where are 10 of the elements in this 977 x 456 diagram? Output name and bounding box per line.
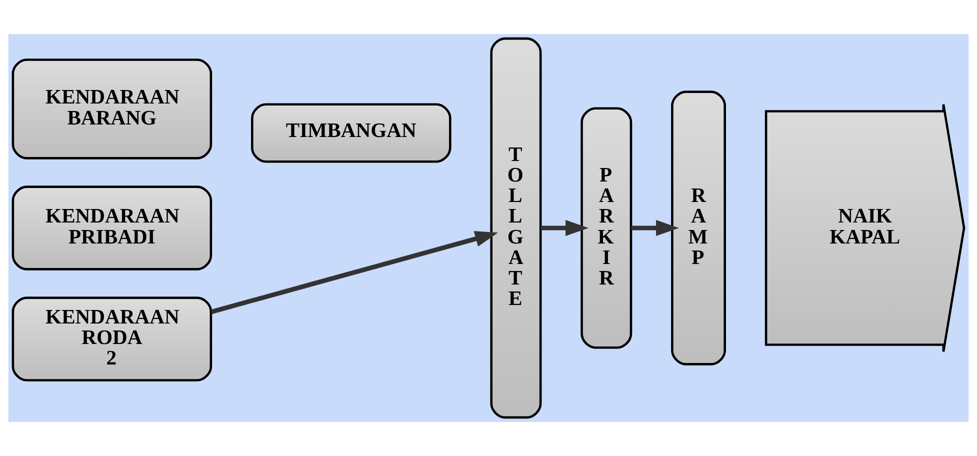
node-box: T O L L G A T E [490, 37, 542, 419]
node-box: KENDARAAN BARANG [12, 58, 212, 160]
arrow [540, 220, 588, 236]
arrow [631, 220, 679, 236]
node-box: KENDARAAN RODA 2 [12, 296, 212, 382]
node-box: KENDARAAN PRIBADI [12, 186, 212, 270]
node-box: TIMBANGAN [251, 103, 452, 163]
node-box: R A M P [671, 90, 726, 366]
arrow [210, 231, 498, 314]
node-box: P A R K I R [580, 107, 632, 349]
